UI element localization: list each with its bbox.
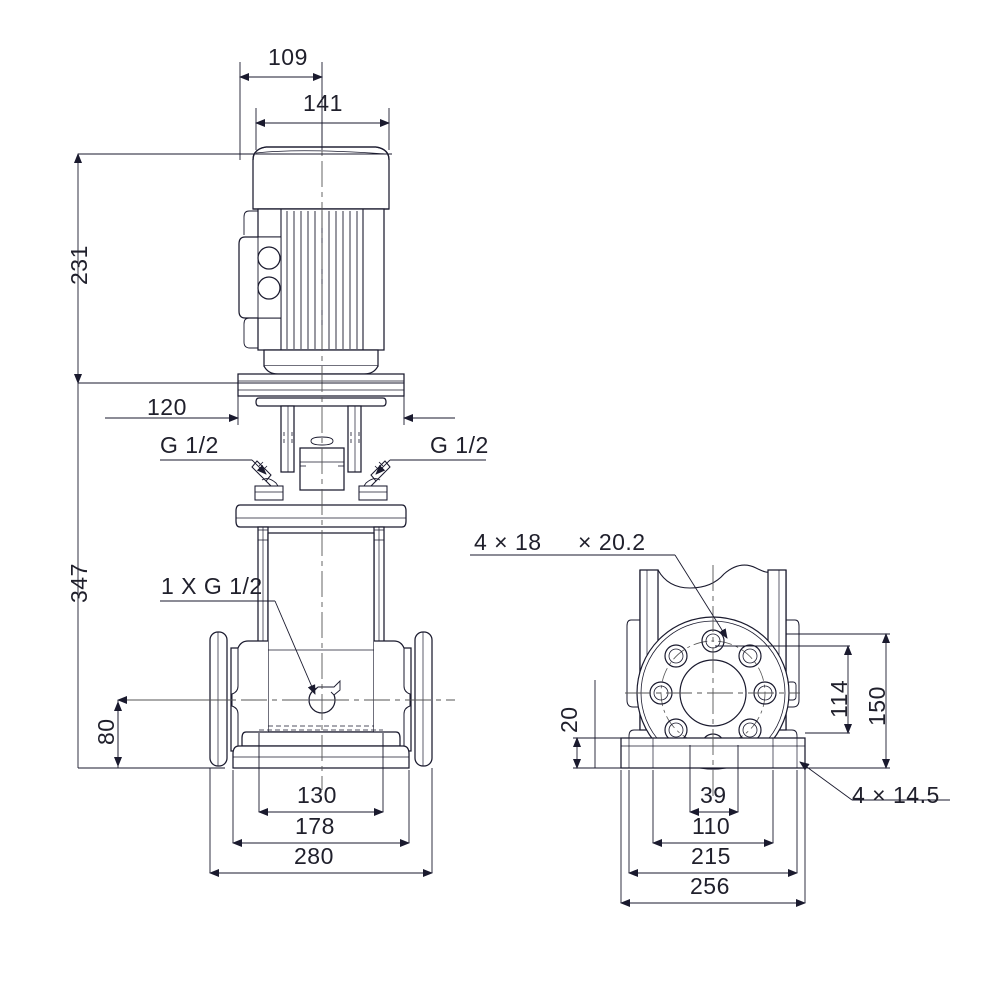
dim-label-114: 114 bbox=[826, 679, 852, 718]
dim-label-80: 80 bbox=[93, 718, 119, 745]
vent-plug-right bbox=[358, 460, 391, 501]
dim-150 bbox=[786, 633, 890, 769]
leader-drain bbox=[160, 600, 316, 695]
dim-114 bbox=[715, 645, 852, 734]
dim-label-109: 109 bbox=[268, 44, 308, 70]
dim-label-280: 280 bbox=[294, 843, 334, 869]
port-flange-right bbox=[374, 631, 433, 767]
dim-280 bbox=[209, 768, 433, 877]
dim-231 bbox=[74, 153, 404, 384]
dim-label-256: 256 bbox=[690, 873, 730, 899]
side-view-centrelines bbox=[625, 565, 800, 800]
dim-label-base-hole: 4 × 14.5 bbox=[852, 782, 940, 808]
dim-label-flange-hole: 4 × 18 bbox=[474, 529, 542, 555]
dim-label-178: 178 bbox=[295, 813, 335, 839]
leader-vent-right bbox=[375, 459, 486, 475]
label-drain: 1 X G 1/2 bbox=[161, 573, 263, 599]
dim-141 bbox=[255, 108, 390, 150]
vent-plug-left bbox=[251, 460, 284, 501]
port-flange-left bbox=[209, 631, 268, 767]
dim-80 bbox=[118, 700, 232, 768]
dim-109 bbox=[239, 62, 323, 160]
pump-base bbox=[232, 729, 410, 769]
dim-label-39: 39 bbox=[700, 782, 727, 808]
dim-256 bbox=[620, 770, 806, 907]
dim-label-150: 150 bbox=[864, 686, 890, 726]
label-vent-left: G 1/2 bbox=[160, 432, 219, 458]
dim-110 bbox=[652, 770, 774, 847]
dim-label-120: 120 bbox=[147, 394, 187, 420]
dim-39 bbox=[689, 745, 739, 816]
dim-347 bbox=[77, 383, 225, 769]
dim-120 bbox=[105, 388, 455, 425]
dim-178 bbox=[232, 770, 410, 847]
dim-20 bbox=[573, 680, 660, 769]
dim-label-231: 231 bbox=[66, 245, 92, 285]
dim-label-347: 347 bbox=[66, 563, 92, 603]
dim-label-130: 130 bbox=[297, 782, 337, 808]
dim-label-141: 141 bbox=[303, 90, 343, 116]
dim-130 bbox=[258, 733, 384, 816]
dim-label-110: 110 bbox=[692, 813, 731, 839]
leader-vent-left bbox=[160, 459, 267, 475]
leader-flange-hole bbox=[470, 554, 728, 639]
dim-label-flange-hole-b: × 20.2 bbox=[578, 529, 646, 555]
dim-label-20: 20 bbox=[556, 706, 582, 733]
dim-label-215: 215 bbox=[691, 843, 731, 869]
dim-215 bbox=[628, 770, 798, 877]
label-vent-right: G 1/2 bbox=[430, 432, 489, 458]
motor-assembly bbox=[238, 146, 390, 375]
